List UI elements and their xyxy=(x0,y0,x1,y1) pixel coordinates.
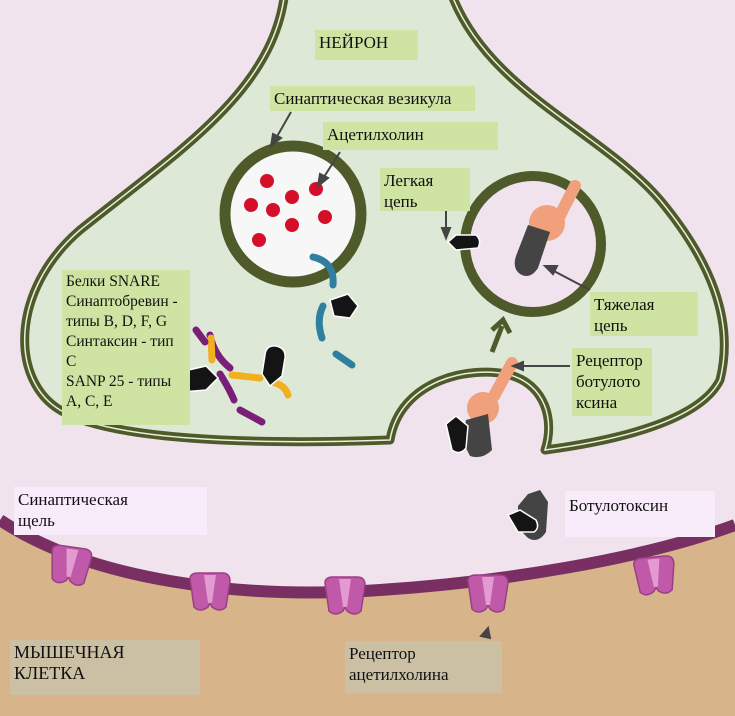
acetylcholine-receptors xyxy=(51,544,675,615)
light-chain-label: Легкая цепь xyxy=(380,168,470,211)
acetylcholine-label-text: Ацетилхолин xyxy=(327,125,424,144)
muscle-cell-label: МЫШЕЧНАЯ КЛЕТКА xyxy=(10,640,200,695)
botulinum-toxin-icon xyxy=(506,490,548,540)
heavy-chain-label: Тяжелая цепь xyxy=(590,292,698,336)
synaptic-vesicle-label-text: Синаптическая везикула xyxy=(274,89,452,108)
heavy-chain-line: цепь xyxy=(594,316,628,335)
snare-line: SANP 25 - типы xyxy=(66,373,172,390)
snare-light-chains xyxy=(179,293,359,393)
synaptic-cleft-label: Синаптическая щель xyxy=(14,487,207,535)
muscle-cell-line: КЛЕТКА xyxy=(14,663,86,683)
acetylcholine-receptor-line: ацетилхолина xyxy=(349,665,449,684)
botulinum-toxin-label-text: Ботулотоксин xyxy=(569,496,669,515)
light-chain-icon xyxy=(446,234,481,251)
botulinum-receptor-line: ксина xyxy=(576,393,618,412)
botulinum-receptor-label: Рецептор ботулото ксина xyxy=(572,348,652,416)
snare-line: Белки SNARE xyxy=(66,273,161,290)
synaptic-cleft-line: щель xyxy=(18,511,55,530)
botulinum-receptor-line: Рецептор xyxy=(576,351,643,370)
botulinum-toxin-label: Ботулотоксин xyxy=(565,491,715,537)
snare-line: С xyxy=(66,353,77,370)
snare-line: Синаптобревин - xyxy=(66,293,178,310)
muscle-cell-line: МЫШЕЧНАЯ xyxy=(14,642,125,662)
pointer-arrows xyxy=(269,111,591,640)
snare-proteins-label: Белки SNARE Синаптобревин - типы B, D, F… xyxy=(62,270,190,425)
muscle-membrane xyxy=(0,515,735,599)
receptor-icon xyxy=(633,555,675,596)
light-chain-icon xyxy=(261,345,286,388)
transport-arrow xyxy=(489,315,513,353)
light-chain-line: Легкая xyxy=(384,171,434,190)
light-chain-line: цепь xyxy=(384,192,418,211)
snare-line: Синтаксин - тип xyxy=(66,333,174,350)
receptor-icon xyxy=(189,572,231,611)
light-chain-icon xyxy=(329,293,359,319)
neuron-label: НЕЙРОН xyxy=(315,30,418,60)
snare-line: типы B, D, F, G xyxy=(66,313,168,330)
receptor-icon xyxy=(51,544,93,586)
neuron-membrane-inner-line xyxy=(24,0,726,451)
acetylcholine-receptor-line: Рецептор xyxy=(349,644,416,663)
toxin-at-receptor xyxy=(445,357,518,458)
synaptic-vesicle xyxy=(219,140,367,288)
acetylcholine-receptor-label: Рецептор ацетилхолина xyxy=(345,641,502,693)
botulinum-receptor-line: ботулото xyxy=(576,372,641,391)
snare-line: А, С, Е xyxy=(66,393,113,410)
synaptic-vesicle-label: Синаптическая везикула xyxy=(270,86,475,111)
synaptic-cleft-line: Синаптическая xyxy=(18,490,128,509)
neuron-label-text: НЕЙРОН xyxy=(319,33,389,52)
acetylcholine-label: Ацетилхолин xyxy=(323,122,498,150)
heavy-chain-line: Тяжелая xyxy=(594,295,655,314)
receptor-icon xyxy=(324,576,366,615)
receptor-icon xyxy=(467,574,509,613)
toxin-in-endosome xyxy=(514,180,581,276)
